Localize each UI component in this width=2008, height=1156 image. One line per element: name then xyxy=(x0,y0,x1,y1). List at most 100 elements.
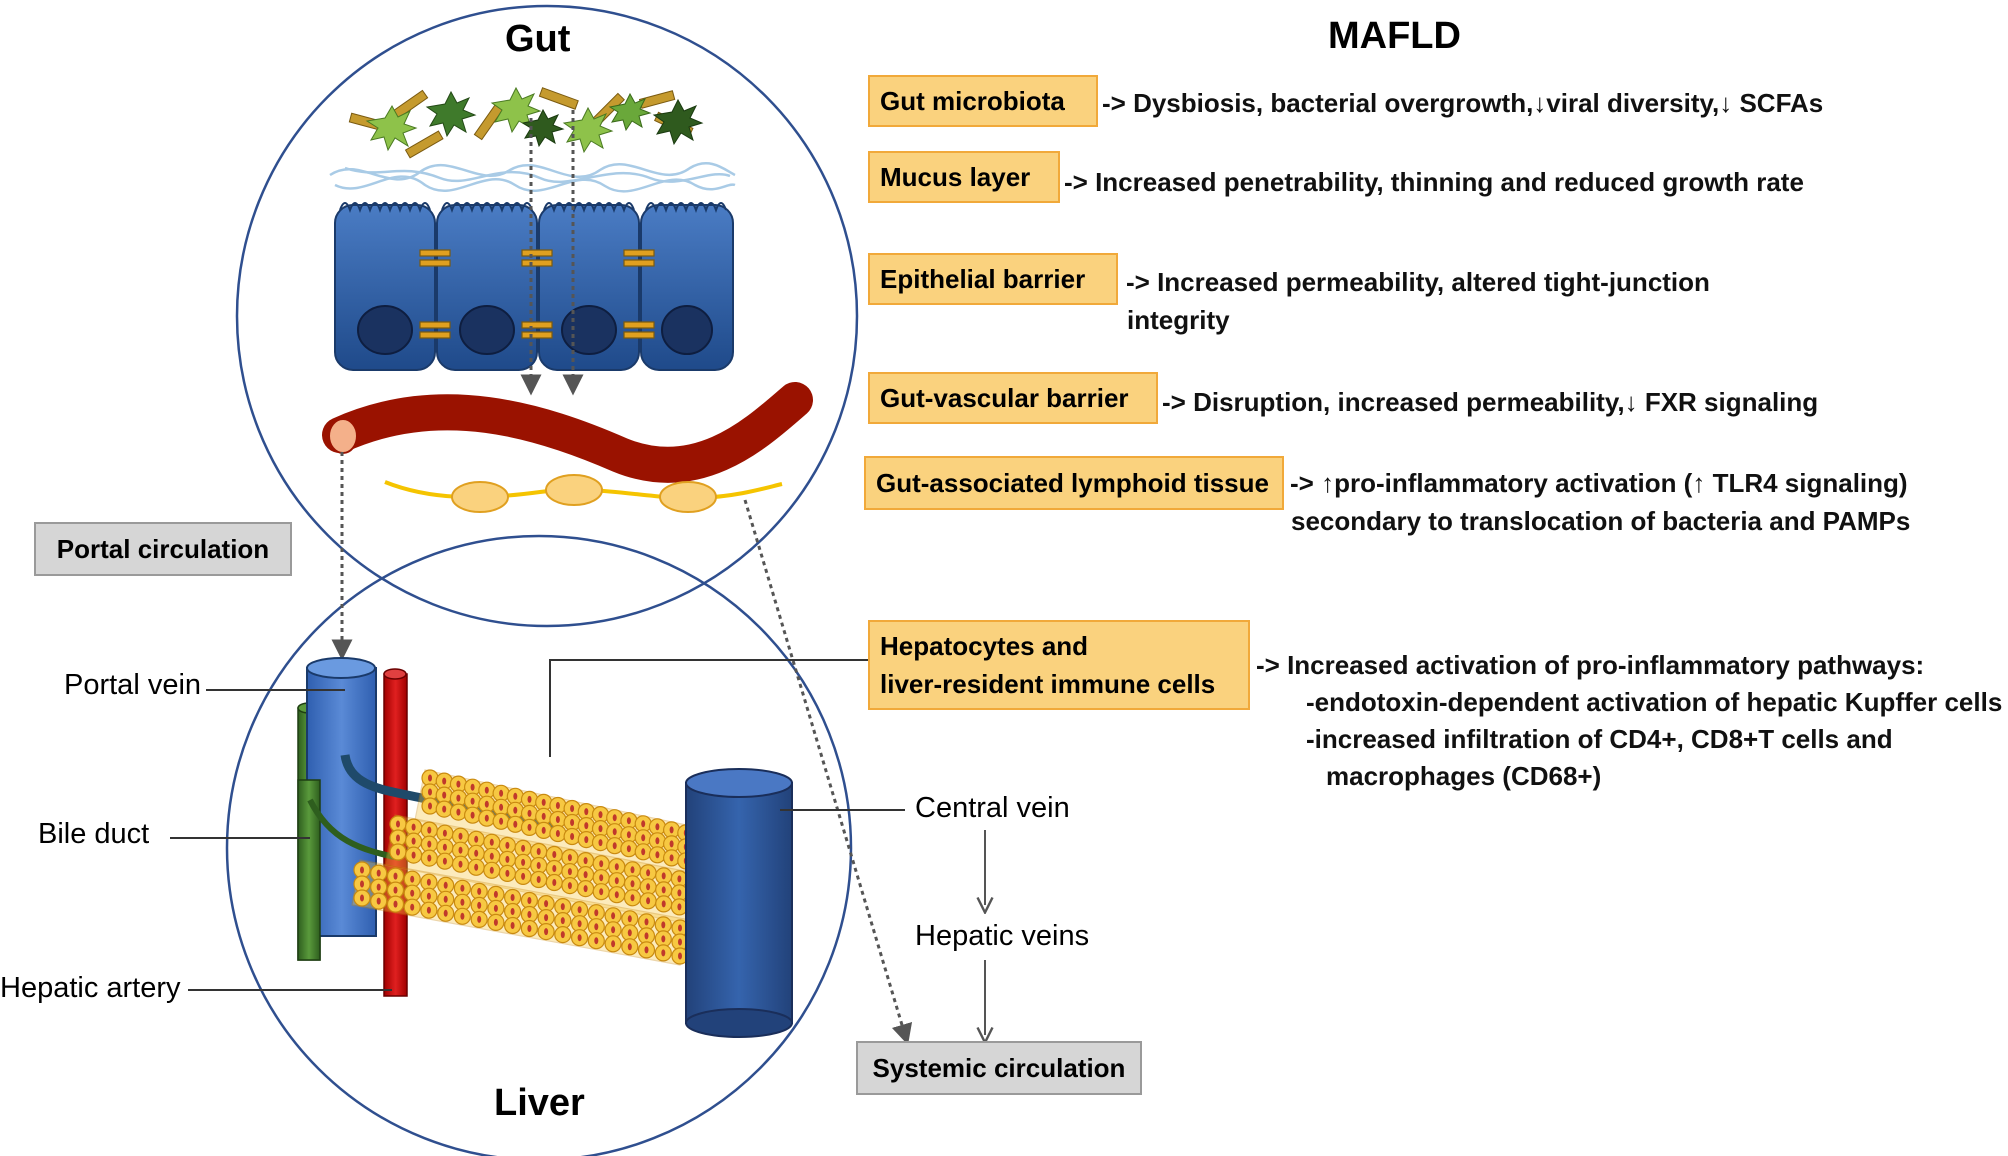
hepatocyte-nucleus xyxy=(470,797,475,805)
desc-hepatocytes-2: -endotoxin-dependent activation of hepat… xyxy=(1306,687,2003,717)
hepatocyte-nucleus xyxy=(456,808,461,816)
hepatocyte-nucleus xyxy=(427,854,432,862)
hepatocyte-nucleus xyxy=(442,805,447,813)
hepatocyte-nucleus xyxy=(577,920,582,928)
factor-box-mucus-layer: Mucus layer xyxy=(868,151,1060,203)
hepatocyte-nucleus xyxy=(513,792,518,800)
hepatocyte-nucleus xyxy=(646,897,651,905)
blood-vessel-icon xyxy=(322,382,813,483)
hepatocyte-nucleus xyxy=(678,938,682,946)
hepatocyte-nucleus xyxy=(489,852,494,860)
hepatocyte-nucleus xyxy=(626,831,631,839)
hepatocyte-nucleus xyxy=(442,857,447,865)
hepatocyte-nucleus xyxy=(458,832,463,840)
hepatocyte-nucleus xyxy=(655,851,660,859)
page-title: MAFLD xyxy=(1328,15,1461,57)
hepatocyte-nucleus xyxy=(460,884,465,892)
hepatocyte-nucleus xyxy=(567,854,572,862)
central-vein-label: Central vein xyxy=(915,792,1070,824)
hepatocyte-nucleus xyxy=(527,925,532,932)
hepatocyte-nucleus xyxy=(611,926,616,934)
hepatocyte-nucleus xyxy=(669,840,674,848)
hepatocyte-nucleus xyxy=(541,812,546,820)
hepatocyte-nucleus xyxy=(460,898,465,906)
hepatocyte-nucleus xyxy=(484,814,489,822)
hepatocyte-nucleus xyxy=(577,934,582,942)
desc-hepatocytes-4: macrophages (CD68+) xyxy=(1326,761,1602,791)
hepatocyte-nucleus xyxy=(630,894,635,902)
hepatocyte-nucleus xyxy=(360,866,364,874)
hepatocyte-nucleus xyxy=(611,940,616,948)
hepatocyte-nucleus xyxy=(583,885,588,893)
hepatocyte-nucleus xyxy=(536,876,541,883)
hepatocyte-nucleus xyxy=(393,900,398,908)
hepatocyte-nucleus xyxy=(567,868,572,876)
hepatocyte-nucleus xyxy=(360,880,364,888)
hepatocyte-nucleus xyxy=(555,830,560,837)
hepatocyte-nucleus xyxy=(536,848,541,855)
portal-circulation-box: Portal circulation xyxy=(34,522,292,576)
hepatic-artery-label: Hepatic artery xyxy=(0,972,181,1004)
hepatocyte-nucleus xyxy=(460,912,465,920)
hepatocyte-nucleus xyxy=(560,917,565,925)
hepatocyte-nucleus xyxy=(677,903,682,911)
hepatocyte-nucleus xyxy=(536,862,541,869)
hepatocyte-nucleus xyxy=(410,889,415,897)
lymph-vessel-icon xyxy=(384,474,783,513)
systemic-flow-arrow xyxy=(743,499,913,1046)
hepatocyte-nucleus xyxy=(428,788,432,796)
hepatocyte-nucleus xyxy=(470,783,475,791)
hepatocyte-nucleus xyxy=(655,823,660,831)
hepatocyte-nucleus xyxy=(442,829,447,837)
hepatocyte-nucleus xyxy=(493,918,498,926)
hepatocyte-nucleus xyxy=(493,890,498,898)
hepatocyte-nucleus xyxy=(661,949,666,957)
hepatocyte-nucleus xyxy=(678,952,682,960)
hepatocyte-nucleus xyxy=(598,839,603,847)
hepatocyte-nucleus xyxy=(599,860,604,868)
hepatocyte-nucleus xyxy=(396,848,400,856)
hepatocyte-nucleus xyxy=(426,878,431,886)
desc-galt-2: secondary to translocation of bacteria a… xyxy=(1291,506,1911,536)
hepatocyte-nucleus xyxy=(541,826,546,834)
hepatocyte-nucleus xyxy=(570,805,575,812)
hepatocyte-nucleus xyxy=(661,935,666,943)
desc-hepatocytes-3: -increased infiltration of CD4+, CD8+T c… xyxy=(1306,724,1893,754)
hepatocyte-nucleus xyxy=(584,822,589,830)
hepatocyte-nucleus xyxy=(411,837,416,845)
factor-box-hepatocytes: Hepatocytes and liver-resident immune ce… xyxy=(868,620,1250,710)
hepatocyte-nucleus xyxy=(443,895,448,903)
hepatocyte-nucleus xyxy=(552,865,557,872)
hepatocyte-nucleus xyxy=(599,874,604,882)
hepatocyte-nucleus xyxy=(442,777,447,785)
hepatocyte-nucleus xyxy=(456,794,461,802)
hepatocyte-nucleus xyxy=(442,843,447,851)
hepatocyte-nucleus xyxy=(510,894,515,901)
hepatocyte-nucleus xyxy=(594,937,599,945)
leader-lines xyxy=(170,659,905,991)
hepatocytes-label-line-1: Hepatocytes and xyxy=(880,631,1089,661)
hepatocyte-nucleus xyxy=(677,875,682,883)
hepatocyte-nucleus xyxy=(627,915,632,923)
desc-gut-microbiota: -> Dysbiosis, bacterial overgrowth,↓vira… xyxy=(1102,88,1824,118)
hepatocyte-nucleus xyxy=(646,869,651,877)
hepatocyte-nucleus xyxy=(583,871,588,879)
hepatocyte-nucleus xyxy=(655,837,660,845)
hepatocyte-nucleus xyxy=(427,826,432,834)
hepatocyte-nucleus xyxy=(410,875,415,883)
hepatocyte-nucleus xyxy=(584,836,589,844)
hepatocyte-nucleus xyxy=(442,791,447,799)
hepatocyte-nucleus xyxy=(505,855,510,863)
hepatocyte-nucleus xyxy=(614,863,619,871)
hepatocyte-nucleus xyxy=(612,828,617,836)
desc-hepatocytes-1: -> Increased activation of pro-inflammat… xyxy=(1256,650,1925,680)
hepatocyte-nucleus xyxy=(570,833,575,840)
hepatocyte-nucleus xyxy=(614,877,619,885)
hepatocyte-nucleus xyxy=(477,901,482,909)
hepatocyte-nucleus xyxy=(505,869,510,877)
hepatocyte-nucleus xyxy=(552,851,557,858)
desc-galt-1: -> ↑pro-inflammatory activation (↑ TLR4 … xyxy=(1290,468,1908,498)
hepatocyte-nucleus xyxy=(527,795,532,803)
hepatocyte-nucleus xyxy=(594,923,599,931)
hepatocyte-nucleus xyxy=(626,817,631,825)
